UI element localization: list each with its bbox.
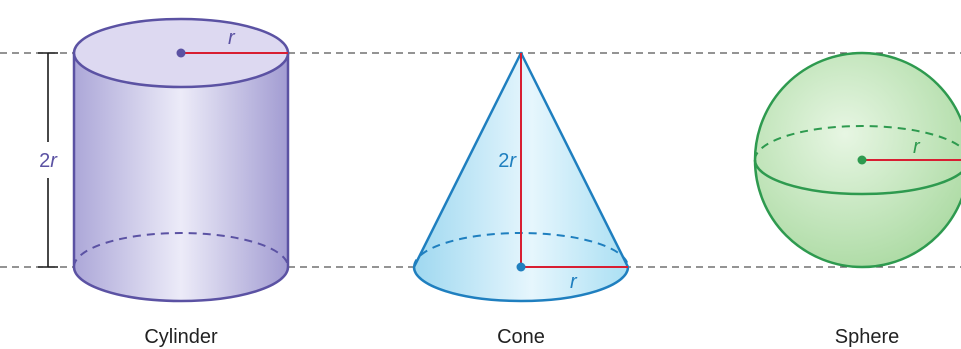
sphere-radius-label: r <box>913 136 921 158</box>
sphere-caption: Sphere <box>835 326 900 348</box>
cone: 2r r Cone <box>412 51 630 348</box>
cylinder: r 2r Cylinder <box>38 17 290 348</box>
sphere-front-equator <box>753 159 961 196</box>
cylinder-height-label: 2r <box>39 150 58 172</box>
sphere-center-point <box>857 155 867 165</box>
sphere-hidden-equator <box>754 125 961 161</box>
cone-caption: Cone <box>497 326 545 348</box>
cylinder-body <box>72 51 290 303</box>
cone-height-label: 2r <box>498 150 517 172</box>
cylinder-caption: Cylinder <box>144 326 218 348</box>
cylinder-hidden-base-edge <box>73 232 289 268</box>
cylinder-height-dimension <box>38 52 58 268</box>
cone-radius-label: r <box>570 271 578 293</box>
cylinder-center-point <box>176 48 186 58</box>
cylinder-radius-label: r <box>228 27 236 49</box>
sphere: r Sphere <box>753 51 961 348</box>
cone-center-point <box>516 262 526 272</box>
